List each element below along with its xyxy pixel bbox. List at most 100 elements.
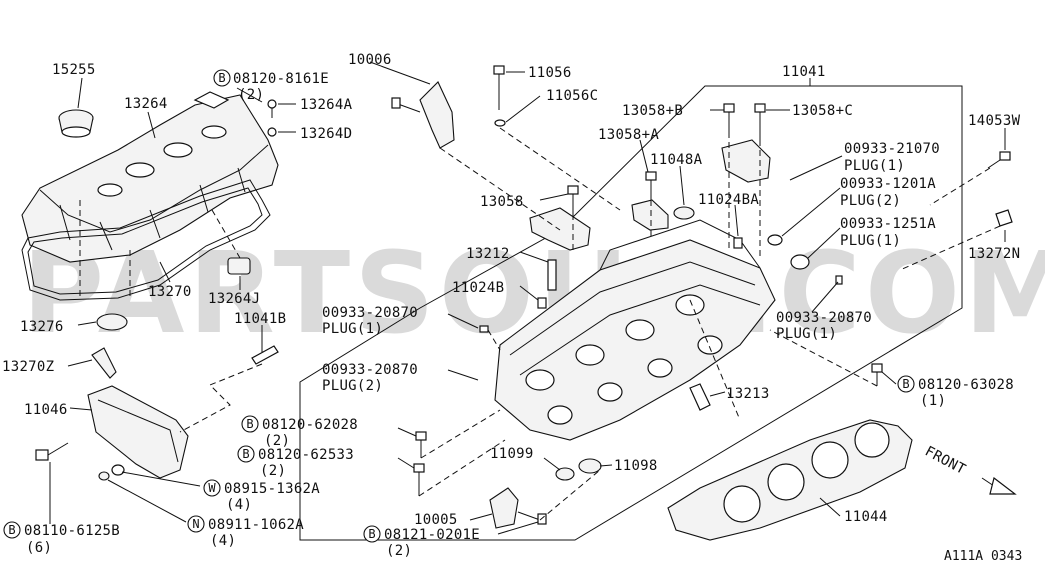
cam-bracket-13058bc xyxy=(721,139,771,183)
bolt-11056 xyxy=(493,65,505,110)
seal-11098 xyxy=(578,458,602,474)
label-13264: 13264 xyxy=(124,96,168,112)
label-13058b: 13058+B xyxy=(622,103,683,119)
label-13058c: 13058+C xyxy=(792,103,853,119)
label-11056c: 11056C xyxy=(546,88,598,104)
b-marker-08120-8161e xyxy=(213,69,231,87)
front-arrow xyxy=(981,476,1017,495)
n-marker-text: N xyxy=(192,517,199,531)
qty-08121-0201e: (2) xyxy=(386,543,412,559)
label-11041b: 11041B xyxy=(234,311,286,327)
label-14053w: 14053W xyxy=(968,113,1021,129)
label-08915-1362a: 08915-1362A xyxy=(224,481,320,497)
label-11098: 11098 xyxy=(614,458,658,474)
plug-00933-1201a xyxy=(767,234,783,246)
bolt-13264a xyxy=(267,99,277,118)
bolt-08110-6125b xyxy=(35,442,69,461)
label-13212: 13212 xyxy=(466,246,510,262)
bolt-08120-63028 xyxy=(871,363,883,386)
bracket-10006 xyxy=(419,81,455,149)
bolt-13058a xyxy=(645,171,657,200)
plug-00933-20870-a: PLUG(1) xyxy=(322,321,383,337)
label-08120-62028: 08120-62028 xyxy=(262,417,358,433)
label-11046: 11046 xyxy=(24,402,68,418)
label-08110-6125b: 08110-6125B xyxy=(24,523,120,539)
stud-11041b xyxy=(251,345,279,365)
washer-13264d xyxy=(267,127,277,137)
dowel-11024b xyxy=(537,297,547,309)
plug-00933-20870-right xyxy=(835,275,843,285)
b-marker-text: B xyxy=(218,71,225,85)
label-13272n xyxy=(995,209,1013,227)
plug-00933-1201a-label: PLUG(2) xyxy=(840,193,901,209)
label-08121-0201e: 08121-0201E xyxy=(384,527,480,543)
b-marker-text: B xyxy=(246,417,253,431)
label-13270: 13270 xyxy=(148,284,192,300)
figure-code: A111A 0343 xyxy=(944,549,1022,564)
bolt-14053w xyxy=(987,151,1011,169)
label-13270z: 13270Z xyxy=(2,359,54,375)
cam-bracket-13058 xyxy=(529,207,591,251)
washer-11056c xyxy=(494,119,506,127)
bracket-10005 xyxy=(489,487,519,529)
label-13058: 13058 xyxy=(480,194,524,210)
label-13276: 13276 xyxy=(20,319,64,335)
rear-cover xyxy=(87,385,189,479)
seal-11099 xyxy=(555,467,575,481)
label-11056: 11056 xyxy=(528,65,572,81)
label-13058a: 13058+A xyxy=(598,127,659,143)
qty-08120-62533: (2) xyxy=(260,463,286,479)
label-00933-1201a: 00933-1201A xyxy=(840,176,936,192)
label-00933-20870-b: 00933-20870 xyxy=(322,362,418,378)
grommet-13264j xyxy=(227,257,251,275)
label-13213: 13213 xyxy=(726,386,770,402)
b-marker-08110-6125b xyxy=(3,521,21,539)
label-10006: 10006 xyxy=(348,52,392,68)
cam-bracket-13058a xyxy=(631,199,669,231)
label-13264d: 13264D xyxy=(300,126,352,142)
label-11024ba: 11024BA xyxy=(698,192,759,208)
liquid-gasket-tube xyxy=(91,347,117,379)
seal-13276 xyxy=(96,313,128,331)
plug-00933-20870-c: PLUG(1) xyxy=(776,326,837,342)
oil-filler-cap xyxy=(58,109,94,138)
label-11024b: 11024B xyxy=(452,280,504,296)
guide-13212 xyxy=(547,259,557,291)
leader-lines xyxy=(49,61,1006,535)
n-marker-08911-1062a xyxy=(187,515,205,533)
head-gasket xyxy=(667,419,913,541)
b-marker-text: B xyxy=(902,377,909,391)
plug-00933-1251a-label: PLUG(1) xyxy=(840,233,901,249)
dowel-11024ba xyxy=(733,237,743,249)
bolt-08121-0201e xyxy=(517,511,547,525)
seal-11048a xyxy=(673,206,695,220)
bolt-13058 xyxy=(567,185,579,214)
dashed-guides xyxy=(79,127,1001,521)
nut-08911-1062a xyxy=(98,471,110,481)
label-11041: 11041 xyxy=(782,64,826,80)
qty-08915-1362a: (4) xyxy=(226,497,252,513)
label-13264j: 13264J xyxy=(208,291,260,307)
label-13264a: 13264A xyxy=(300,97,353,113)
bolt-08120-62533 xyxy=(413,463,425,496)
label-08911-1062a: 08911-1062A xyxy=(208,517,304,533)
label-00933-20870-a: 00933-20870 xyxy=(322,305,418,321)
b-marker-08121-0201e xyxy=(363,525,381,543)
label-08120-8161e: 08120-8161E xyxy=(233,71,329,87)
front-label: FRONT xyxy=(922,443,968,478)
bolt-13058c xyxy=(754,103,766,140)
guide-13213 xyxy=(689,383,711,411)
plug-00933-20870-b: PLUG(2) xyxy=(322,378,383,394)
label-10005: 10005 xyxy=(414,512,458,528)
b-marker-08120-62533 xyxy=(237,445,255,463)
w-marker-text: W xyxy=(208,481,216,495)
b-marker-08120-62028 xyxy=(241,415,259,433)
qty-08120-8161e: (2) xyxy=(238,87,264,103)
label-13272n: 13272N xyxy=(968,246,1020,262)
label-11048a: 11048A xyxy=(650,152,703,168)
label-00933-20870-c: 00933-20870 xyxy=(776,310,872,326)
b-marker-text: B xyxy=(8,523,15,537)
qty-08120-62028: (2) xyxy=(264,433,290,449)
b-marker-text: B xyxy=(242,447,249,461)
